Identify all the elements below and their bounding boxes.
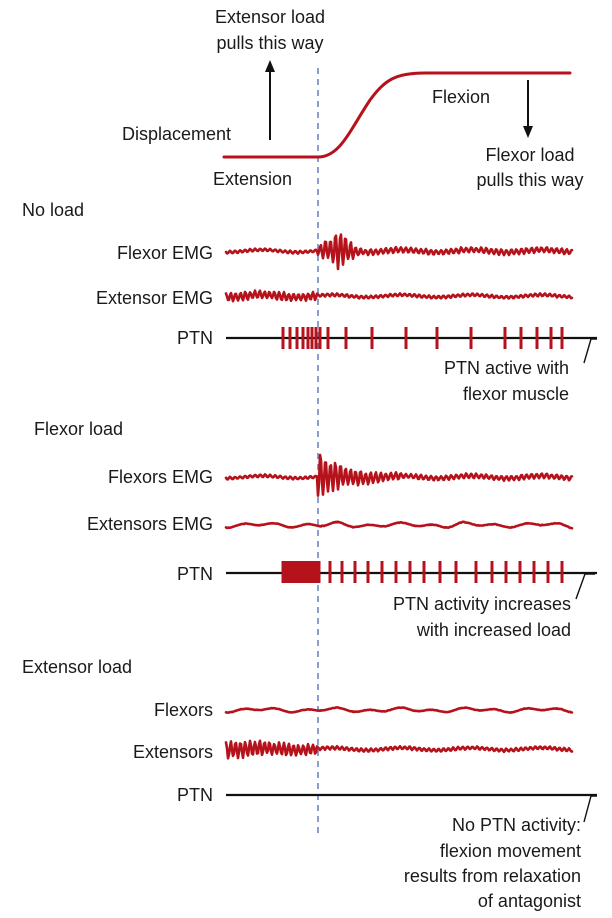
panel3-annotation-3: results from relaxation [404, 866, 581, 886]
panel2-ptn-spikes [281, 561, 564, 583]
panel1-extensor-label: Extensor EMG [96, 288, 213, 308]
panel2-flexor-label: Flexors EMG [108, 467, 213, 487]
panel3-extensor-label: Extensors [133, 742, 213, 762]
extensor-load-arrowhead [265, 60, 275, 72]
panel1-annotation-2: flexor muscle [463, 384, 569, 404]
flexor-load-label-2: pulls this way [476, 170, 583, 190]
panel1-ptn-spikes [281, 327, 564, 349]
flexor-load-arrowhead [523, 126, 533, 138]
panel1-extensor-emg-trace [224, 289, 574, 303]
panel2-annotation-leader [575, 573, 595, 600]
panel1-flexor-label: Flexor EMG [117, 243, 213, 263]
flexion-label: Flexion [432, 87, 490, 107]
panel-title-extensor-load: Extensor load [22, 657, 132, 677]
panel3-ptn-label: PTN [177, 785, 213, 805]
panel2-extensor-label: Extensors EMG [87, 514, 213, 534]
extension-label: Extension [213, 169, 292, 189]
panel2-annotation-2: with increased load [416, 620, 571, 640]
panel3-annotation-2: flexion movement [440, 841, 581, 861]
panel2-ptn-label: PTN [177, 564, 213, 584]
panel2-extensor-emg-trace [224, 520, 574, 530]
panel3-annotation-1: No PTN activity: [452, 815, 581, 835]
panel2-annotation-1: PTN activity increases [393, 594, 571, 614]
panel3-flexor-label: Flexors [154, 700, 213, 720]
panel-title-flexor-load: Flexor load [34, 419, 123, 439]
panel3-flexor-emg-trace [224, 706, 574, 714]
displacement-trace [222, 71, 572, 159]
panel3-annotation-4: of antagonist [478, 891, 581, 911]
extensor-load-label-1: Extensor load [215, 7, 325, 27]
displacement-label: Displacement [122, 124, 231, 144]
panel3-annotation-leader [583, 795, 597, 823]
panel2-flexor-emg-trace [224, 453, 574, 497]
extensor-load-label-2: pulls this way [216, 33, 323, 53]
panel1-flexor-emg-trace [224, 233, 574, 271]
panel-title-no-load: No load [22, 200, 84, 220]
panel1-annotation-1: PTN active with [444, 358, 569, 378]
flexor-load-label-1: Flexor load [485, 145, 574, 165]
panel1-ptn-label: PTN [177, 328, 213, 348]
panel3-extensor-emg-trace [224, 739, 574, 760]
panel1-annotation-leader [583, 338, 597, 364]
